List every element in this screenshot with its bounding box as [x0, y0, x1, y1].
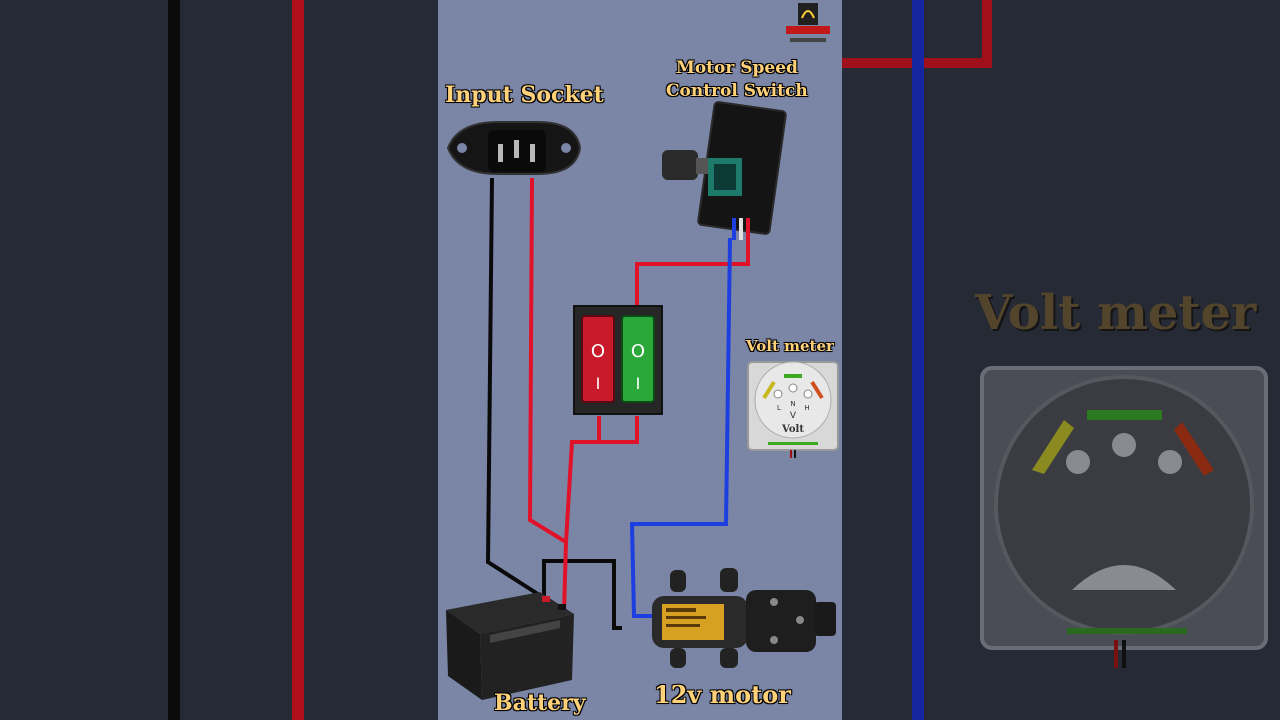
red-switch-on-symbol: I: [596, 374, 601, 393]
meter-letter-n: N: [790, 400, 795, 408]
motor-speed-label-line2: Control Switch: [666, 81, 808, 101]
red-wire-speed-control: [635, 232, 750, 312]
red-wire-switch-link: [599, 416, 639, 444]
bg-red-wire-vertical: [982, 0, 992, 68]
wiring-diagram: O I O I L N H V Volt: [446, 3, 839, 700]
wires: [485, 177, 750, 630]
left-background: [0, 0, 438, 720]
motor-speed-label-line1: Motor Speed: [676, 58, 798, 78]
volt-meter-label: Volt meter: [746, 337, 834, 355]
red-wire-socket: [527, 177, 568, 544]
meter-dial-text: Volt: [781, 424, 804, 435]
meter-unit: V: [790, 411, 797, 421]
big-volt-meter-label: Volt meter: [975, 285, 1257, 341]
green-rocker-switch: [621, 315, 655, 403]
bg-blue-wire: [912, 0, 924, 720]
input-socket: [446, 121, 582, 175]
red-wire-battery: [562, 416, 601, 613]
rocker-switch-pair: O I O I: [573, 305, 663, 415]
black-wire-socket: [485, 177, 546, 600]
right-background-graphics: [842, 0, 1268, 720]
green-switch-off-symbol: O: [631, 341, 645, 362]
battery: [446, 592, 574, 700]
diagram-panel: O I O I L N H V Volt: [438, 0, 842, 720]
black-wire-motor: [542, 559, 622, 630]
twelve-volt-motor: [652, 568, 836, 668]
big-voltmeter: [980, 366, 1268, 668]
right-background: Volt meter: [842, 0, 1280, 720]
blue-wire-motor: [629, 237, 732, 618]
meter-letter-h: H: [804, 404, 809, 412]
left-background-wires: [168, 0, 304, 720]
motor-speed-control-switch: [662, 101, 787, 240]
bg-black-wire: [168, 0, 180, 720]
red-rocker-switch: [581, 315, 615, 403]
input-socket-label: Input Socket: [445, 82, 604, 108]
green-switch-on-symbol: I: [636, 374, 641, 393]
motor-label: 12v motor: [654, 680, 791, 709]
channel-logo: [786, 3, 830, 42]
small-voltmeter: L N H V Volt: [747, 361, 839, 458]
red-switch-off-symbol: O: [591, 341, 605, 362]
bg-red-wire: [292, 0, 304, 720]
battery-label: Battery: [494, 690, 586, 716]
meter-letter-l: L: [777, 404, 781, 412]
